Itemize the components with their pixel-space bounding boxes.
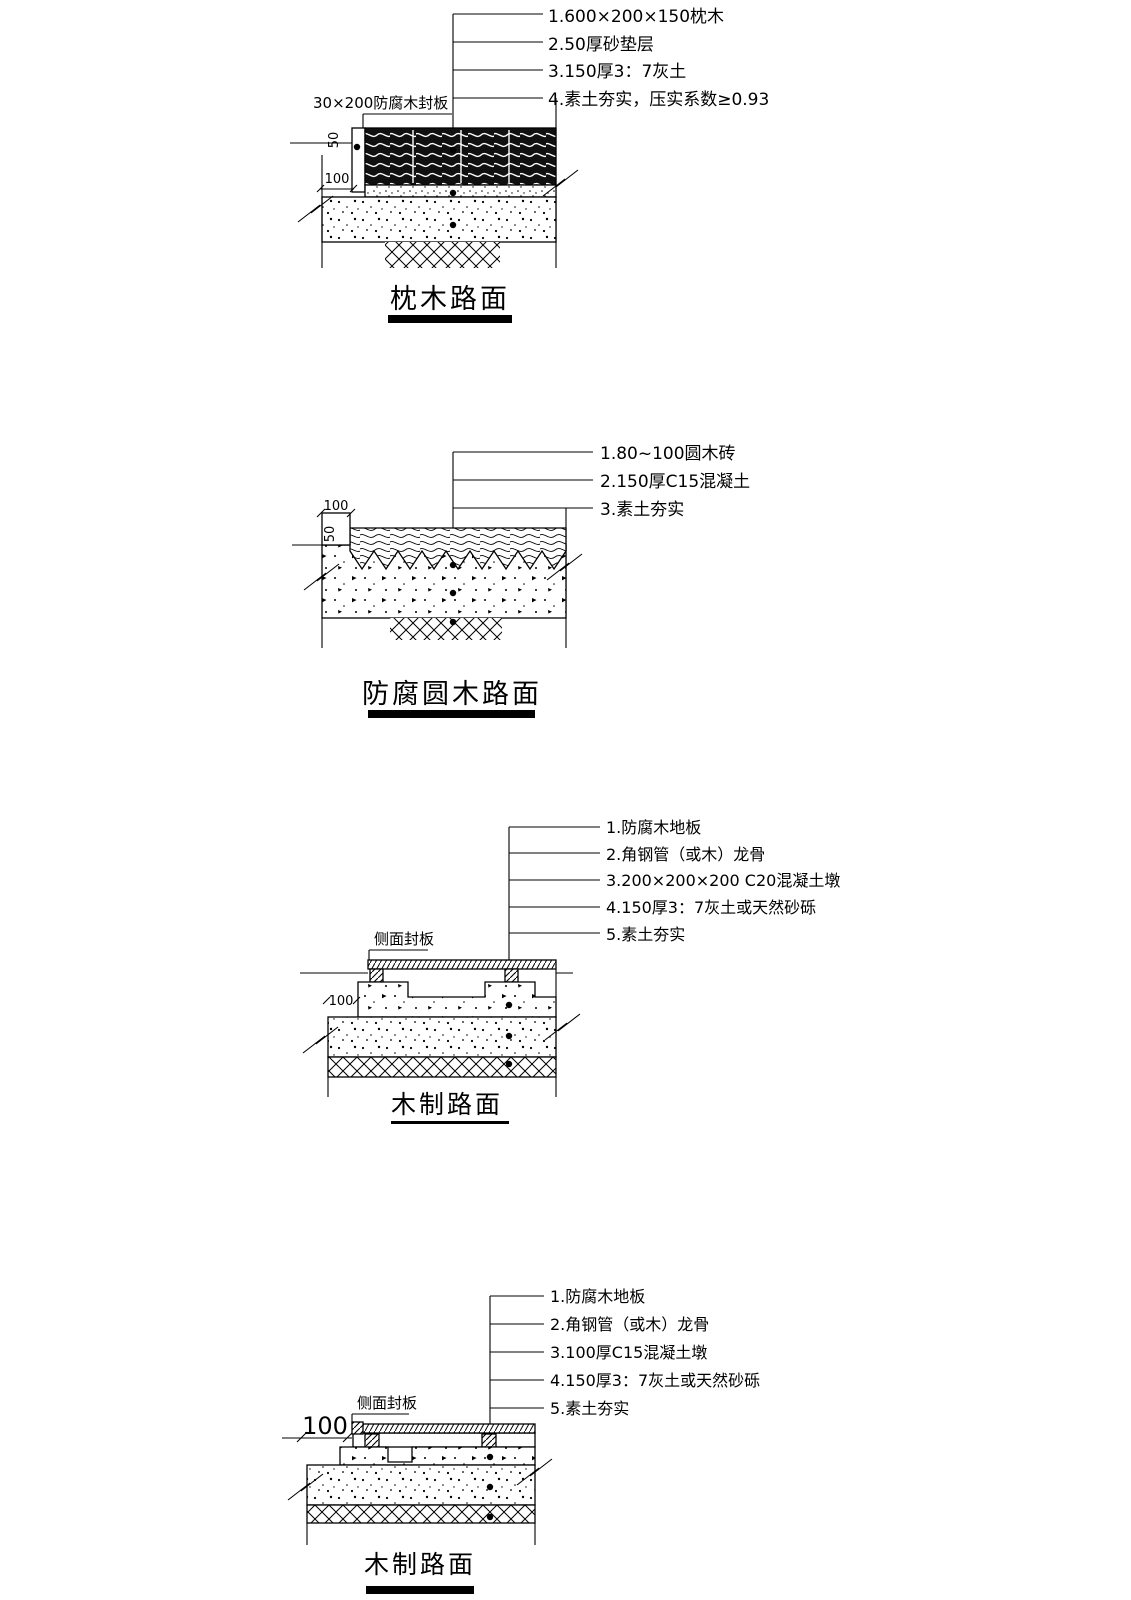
title-underline <box>388 315 512 323</box>
callout-3: 3.150厚3：7灰土 <box>548 62 686 82</box>
concrete-piers <box>357 981 557 1018</box>
callout-1: 1.防腐木地板 <box>550 1287 645 1306</box>
detail-wood-deck-pavement-b: 1.防腐木地板 2.角钢管（或木）龙骨 3.100厚C15混凝土墩 4.150厚… <box>282 1287 760 1594</box>
callout-3: 3.200×200×200 C20混凝土墩 <box>606 871 840 890</box>
callout-1: 1.80~100圆木砖 <box>600 444 736 464</box>
callout-texts: 1.防腐木地板 2.角钢管（或木）龙骨 3.200×200×200 C20混凝土… <box>606 818 840 944</box>
dimension-100: 100 <box>322 994 361 1009</box>
callout-5: 5.素土夯实 <box>550 1399 629 1418</box>
callout-texts: 1.防腐木地板 2.角钢管（或木）龙骨 3.100厚C15混凝土墩 4.150厚… <box>550 1287 760 1418</box>
deck-board <box>367 959 557 970</box>
joist-right <box>504 968 519 983</box>
edge-board <box>351 127 366 193</box>
callout-1: 1.600×200×150枕木 <box>548 7 724 27</box>
round-log-layer <box>349 527 567 571</box>
joist-left <box>364 1433 380 1448</box>
callout-texts: 1.600×200×150枕木 2.50厚砂垫层 3.150厚3：7灰土 4.素… <box>548 7 769 110</box>
node-dots <box>449 561 457 626</box>
callout-2: 2.50厚砂垫层 <box>548 35 654 55</box>
svg-text:100: 100 <box>329 994 354 1009</box>
break-mark-right <box>542 169 579 197</box>
callout-2: 2.150厚C15混凝土 <box>600 472 750 492</box>
break-mark-left <box>302 1026 339 1054</box>
plank-seams <box>412 130 510 183</box>
svg-text:50: 50 <box>323 526 338 543</box>
svg-text:100: 100 <box>325 172 350 187</box>
callout-5: 5.素土夯实 <box>606 925 685 944</box>
callout-texts: 1.80~100圆木砖 2.150厚C15混凝土 3.素土夯实 <box>600 444 750 520</box>
sand-cushion-layer <box>364 184 557 198</box>
callout-4: 4.150厚3：7灰土或天然砂砾 <box>550 1371 760 1390</box>
dimension-100: 100 <box>316 172 358 193</box>
side-board-label: 侧面封板 <box>357 1394 417 1412</box>
compacted-soil-hatch <box>390 618 502 640</box>
callout-2: 2.角钢管（或木）龙骨 <box>550 1315 709 1334</box>
callout-4: 4.150厚3：7灰土或天然砂砾 <box>606 898 816 917</box>
callout-3: 3.素土夯实 <box>600 500 684 520</box>
title-underline <box>368 710 535 718</box>
detail-wood-deck-pavement-a: 1.防腐木地板 2.角钢管（或木）龙骨 3.200×200×200 C20混凝土… <box>300 818 840 1124</box>
svg-text:100: 100 <box>302 1412 348 1440</box>
concrete-pier-layer <box>339 1446 536 1466</box>
side-board-label: 侧面封板 <box>374 930 434 948</box>
side-board-leader <box>368 949 428 961</box>
lime-soil-layer <box>327 1016 557 1058</box>
break-mark-right <box>546 553 583 581</box>
title-underline <box>391 1121 509 1124</box>
edge-cap <box>351 1421 364 1435</box>
dimension-100: 100 <box>296 1412 354 1443</box>
break-mark-left <box>297 195 334 223</box>
svg-text:50: 50 <box>327 132 342 149</box>
detail-sleeper-pavement: 1.600×200×150枕木 2.50厚砂垫层 3.150厚3：7灰土 4.素… <box>290 7 769 323</box>
compacted-soil-band <box>306 1504 536 1524</box>
dimension-50: 50 <box>327 132 342 149</box>
deck-board <box>352 1423 536 1434</box>
compacted-soil-hatch <box>385 242 500 268</box>
node-dots <box>486 1453 494 1521</box>
detail-title: 木制路面 <box>391 1090 503 1119</box>
detail-round-log-pavement: 1.80~100圆木砖 2.150厚C15混凝土 3.素土夯实 100 50 防… <box>292 444 750 718</box>
dimension-100: 100 <box>316 499 356 518</box>
joist-gap-strip <box>352 1432 536 1448</box>
break-mark-right <box>544 1013 581 1041</box>
lime-soil-layer <box>321 196 557 243</box>
break-mark-left <box>287 1473 324 1501</box>
break-mark-right <box>516 1458 553 1486</box>
node-dots <box>505 1001 513 1068</box>
node-dots <box>353 143 457 229</box>
callout-3: 3.100厚C15混凝土墩 <box>550 1343 707 1362</box>
compacted-soil-band <box>327 1056 557 1078</box>
edge-board-label: 30×200防腐木封板 <box>313 94 448 112</box>
joist-left <box>369 968 384 983</box>
callout-4: 4.素土夯实，压实系数≥0.93 <box>548 90 769 110</box>
joist-right <box>481 1433 497 1448</box>
edge-board <box>321 512 351 546</box>
title-underline <box>366 1586 474 1594</box>
svg-text:100: 100 <box>324 499 349 514</box>
callout-1: 1.防腐木地板 <box>606 818 701 837</box>
detail-title: 枕木路面 <box>390 284 510 315</box>
dimension-50: 50 <box>323 526 338 543</box>
callout-2: 2.角钢管（或木）龙骨 <box>606 845 765 864</box>
lime-soil-layer <box>306 1464 536 1506</box>
detail-title: 木制路面 <box>364 1550 476 1579</box>
break-mark-left <box>303 563 340 591</box>
detail-title: 防腐圆木路面 <box>362 679 542 710</box>
